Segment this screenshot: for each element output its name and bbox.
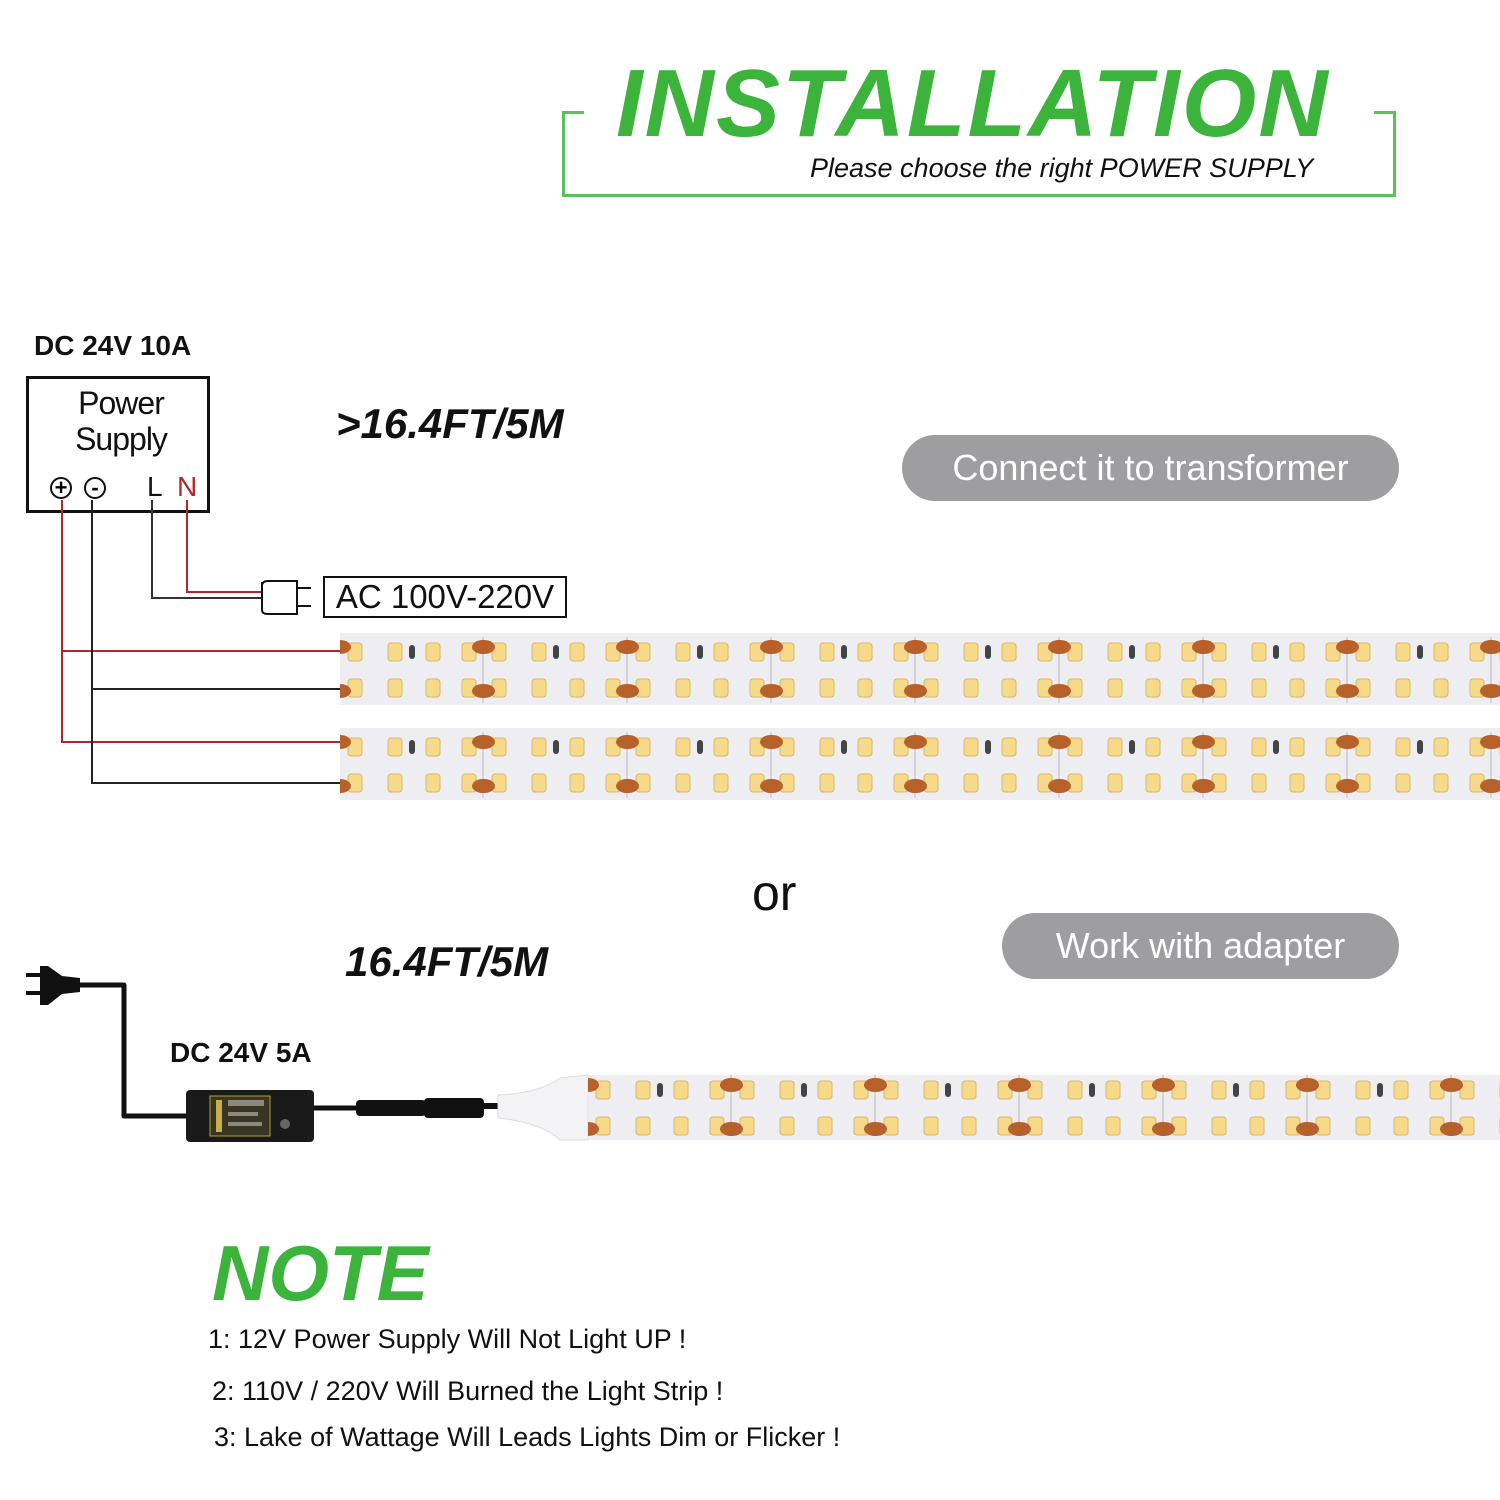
power-adapter-icon bbox=[186, 1090, 314, 1142]
connect-transformer-badge: Connect it to transformer bbox=[902, 435, 1399, 501]
power-supply-label-line1: Power bbox=[78, 385, 165, 421]
terminal-positive: + bbox=[50, 477, 72, 499]
note-title: NOTE bbox=[212, 1229, 429, 1317]
strip-length-adapter: 16.4FT/5M bbox=[345, 938, 549, 985]
led-strip-2 bbox=[340, 728, 1500, 800]
work-with-adapter-badge: Work with adapter bbox=[1002, 913, 1399, 979]
page-subtitle: Please choose the right POWER SUPPLY bbox=[810, 153, 1314, 183]
note-item-3: 3: Lake of Wattage Will Leads Lights Dim… bbox=[214, 1422, 841, 1452]
plus-icon: + bbox=[50, 477, 72, 499]
strip-length-transformer: >16.4FT/5M bbox=[336, 400, 564, 447]
power-supply-spec: DC 24V 10A bbox=[34, 330, 192, 361]
power-supply-label-line2: Supply bbox=[75, 421, 168, 457]
page-title: INSTALLATION bbox=[612, 56, 1334, 152]
minus-icon: - bbox=[84, 477, 106, 499]
terminal-live: L bbox=[147, 471, 163, 502]
power-supply-label: Power Supply bbox=[29, 385, 213, 457]
terminal-negative: - bbox=[84, 477, 106, 499]
ac-voltage-label: AC 100V-220V bbox=[323, 576, 567, 618]
adapter-spec: DC 24V 5A bbox=[170, 1037, 312, 1068]
led-strip-adapter bbox=[588, 1075, 1500, 1140]
title-bracket bbox=[562, 111, 1396, 197]
eu-plug-icon bbox=[26, 966, 80, 1005]
note-item-2: 2: 110V / 220V Will Burned the Light Str… bbox=[212, 1376, 724, 1406]
ac-plug-icon bbox=[261, 580, 311, 615]
separator-or: or bbox=[752, 865, 797, 921]
terminal-neutral: N bbox=[177, 471, 198, 502]
note-item-1: 1: 12V Power Supply Will Not Light UP ! bbox=[208, 1324, 687, 1354]
power-supply-box: Power Supply + - L N bbox=[26, 376, 210, 513]
led-strip-1 bbox=[340, 633, 1500, 705]
